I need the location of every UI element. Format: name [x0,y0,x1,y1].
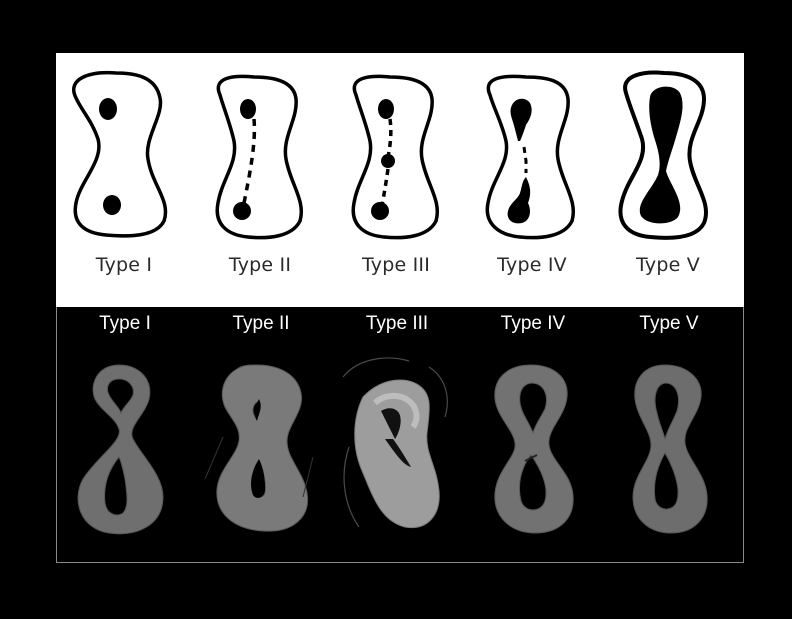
type-2-drawing [192,53,328,253]
drawing-label-type-5: Type V [600,254,736,276]
type-3-rendering [329,307,465,563]
type-3-rendering-cell: Type III [329,307,465,562]
type-2-drawing-cell: Type II [192,53,328,307]
drawing-panel: Type I Type II Type III [56,53,744,307]
drawing-label-type-1: Type I [56,254,192,276]
type-5-rendering-cell: Type V [601,307,737,562]
type-1-rendering-cell: Type I [57,307,193,562]
rendering-panel: Type I Type II Type III [56,307,744,563]
type-4-rendering [465,307,601,563]
type-5-drawing [600,53,736,253]
type-2-rendering-cell: Type II [193,307,329,562]
drawing-label-type-2: Type II [192,254,328,276]
type-4-drawing-cell: Type IV [464,53,600,307]
drawing-label-type-3: Type III [328,254,464,276]
type-4-rendering-cell: Type IV [465,307,601,562]
type-4-drawing [464,53,600,253]
drawing-label-type-4: Type IV [464,254,600,276]
figure: Type I Type II Type III [56,53,744,563]
type-3-drawing [328,53,464,253]
type-3-drawing-cell: Type III [328,53,464,307]
type-5-rendering [601,307,737,563]
type-2-rendering [193,307,329,563]
type-1-drawing [56,53,192,253]
type-1-drawing-cell: Type I [56,53,192,307]
type-1-rendering [57,307,193,563]
type-5-drawing-cell: Type V [600,53,736,307]
